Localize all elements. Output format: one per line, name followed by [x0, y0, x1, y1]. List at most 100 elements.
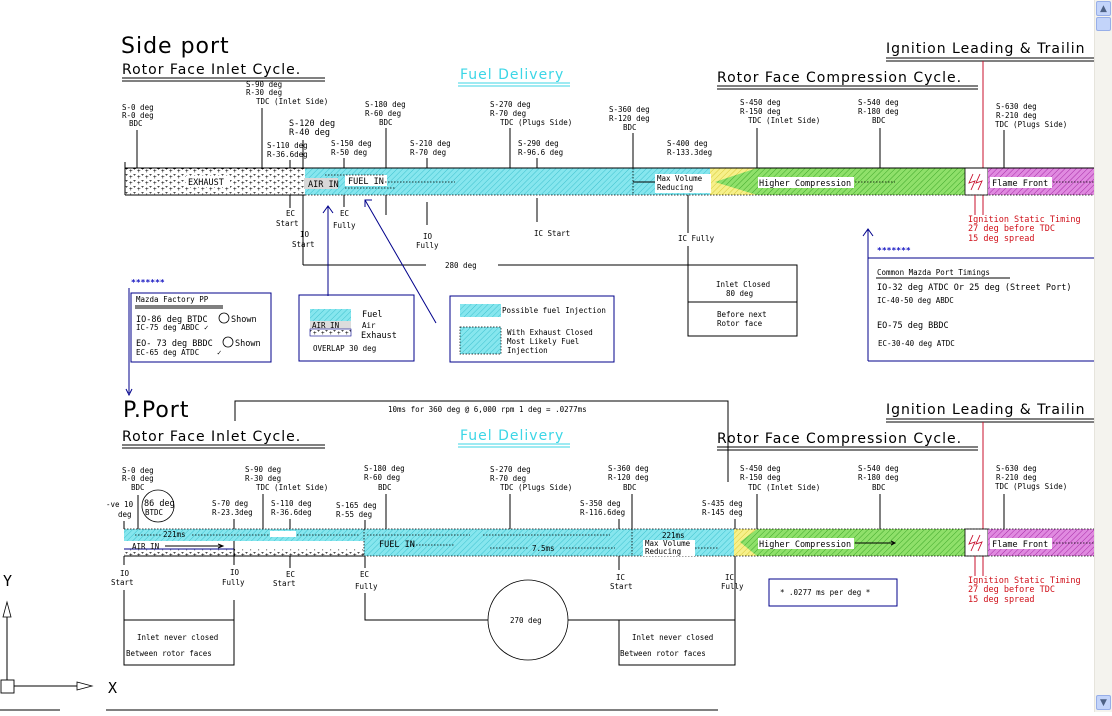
- side-port-section: Side port Rotor Face Inlet Cycle. Fuel D…: [121, 34, 1095, 397]
- fuel-key-box: Possible fuel Injection With Exhaust Clo…: [449, 295, 615, 363]
- diagram-line: [364, 199, 437, 324]
- common-timings-box: ******* Common Mazda Port Timings IO-32 …: [867, 246, 1095, 362]
- diagram-label: R-210 deg: [996, 111, 1037, 120]
- diagram-label: 221ms: [163, 530, 186, 539]
- diagram-label: S-630 deg: [996, 102, 1037, 111]
- diagram-label: deg: [118, 510, 132, 519]
- diagram-label: R-180 deg: [858, 107, 899, 116]
- diagram-label: Higher Compression: [759, 540, 851, 550]
- chevron-down-icon: ▼: [1100, 697, 1107, 708]
- diagram-label: Ignition Static Timing: [968, 576, 1081, 586]
- diagram-label: Rotor face: [717, 319, 763, 328]
- diagram-label: R-36.6deg: [267, 150, 308, 159]
- diagram-label: Most Likely Fuel: [507, 337, 579, 346]
- diagram-label: R-145 deg: [702, 508, 743, 517]
- diagram-line: [217, 543, 225, 549]
- diagram-label: S-110 deg: [271, 499, 312, 508]
- neg10-label: -ve 10: [106, 500, 134, 509]
- diagram-label: R-36.6deg: [271, 508, 312, 517]
- side-fuel-heading: Fuel Delivery: [460, 67, 564, 83]
- spark-icon: [968, 173, 983, 191]
- diagram-label: Shown: [235, 339, 261, 349]
- diagram-label: EC: [286, 209, 295, 218]
- vertical-scrollbar[interactable]: ▲ ▼: [1094, 0, 1112, 712]
- check-icon: ✓: [217, 348, 222, 357]
- diagram-line: [460, 304, 501, 317]
- diagram-line: [298, 294, 415, 362]
- diagram-label: S-630 deg: [996, 464, 1037, 473]
- circle-shown-icon: [222, 336, 234, 348]
- diagram-label: R-70 deg: [490, 474, 526, 483]
- diagram-label: 27 deg before TDC: [968, 224, 1055, 234]
- diagram-label: Inlet never closed: [137, 633, 218, 642]
- diagram-label: 80 deg: [726, 289, 753, 298]
- diagram-label: S-360 deg: [609, 105, 650, 114]
- diagram-label: R-120 deg: [609, 114, 650, 123]
- diagram-label: TDC (Inlet Side): [256, 483, 328, 492]
- diagram-line: [364, 593, 488, 621]
- diagram-label: R-150 deg: [740, 107, 781, 116]
- diagram-label: TDC (Plugs Side): [995, 482, 1067, 491]
- diagram-line: [2, 600, 12, 618]
- diagram-label: Possible fuel Injection: [502, 306, 606, 315]
- diagram-label: Ignition Static Timing: [968, 215, 1081, 225]
- diagram-label: Between rotor faces: [126, 649, 212, 658]
- diagram-label: EC: [286, 570, 295, 579]
- side-port-title: Side port: [121, 34, 230, 59]
- diagram-line: [862, 228, 874, 237]
- diagram-label: S-0 deg: [122, 466, 154, 475]
- diagram-line: [130, 292, 272, 363]
- diagram-line: [76, 681, 94, 691]
- diagram-label: R-23.3deg: [212, 508, 253, 517]
- timing-note: 10ms for 360 deg @ 6,000 rpm 1 deg = .02…: [388, 405, 587, 414]
- diagram-label: Fully: [333, 221, 356, 230]
- diagram-label: S-150 deg: [331, 139, 372, 148]
- diagram-label: 27 deg before TDC: [968, 585, 1055, 595]
- diagram-line: [643, 540, 695, 556]
- diagram-line: [768, 578, 898, 607]
- scroll-thumb[interactable]: [1096, 17, 1111, 31]
- scroll-up-button[interactable]: ▲: [1096, 1, 1111, 16]
- diagram-label: Exhaust: [361, 331, 397, 341]
- diagram-line: [990, 538, 1052, 549]
- scroll-down-button[interactable]: ▼: [1096, 695, 1111, 710]
- diagram-label: EC-30-40 deg ATDC: [878, 339, 955, 348]
- diagram-label: IO: [423, 232, 433, 241]
- diagram-label: 270 deg: [510, 616, 542, 625]
- ucs-y-label: Y: [3, 572, 12, 590]
- diagram-label: IO-86 deg BTDC: [136, 315, 208, 325]
- side-compression-heading: Rotor Face Compression Cycle.: [717, 70, 962, 86]
- diagram-line: [459, 326, 502, 355]
- bar-key-box: AIR IN Fuel Air Exhaust OVERLAP 30 deg: [298, 294, 415, 362]
- diagram-label: Mazda Factory PP: [136, 295, 209, 304]
- diagram-label: Reducing: [645, 547, 681, 556]
- diagram-label: R-150 deg: [740, 473, 781, 482]
- cad-drawing-canvas[interactable]: ++ Side port Rotor Face Inlet Cycle. Fue…: [0, 0, 1095, 712]
- diagram-label: S-180 deg: [365, 100, 406, 109]
- diagram-label: Fully: [222, 578, 245, 587]
- diagram-label: Reducing: [657, 183, 693, 192]
- diagram-label: R-180 deg: [858, 473, 899, 482]
- diagram-label: Fully: [416, 241, 439, 250]
- diagram-label: Start: [292, 240, 315, 249]
- diagram-line: [304, 178, 338, 189]
- diagram-line: [687, 264, 798, 337]
- diagram-label: Injection: [507, 346, 548, 355]
- diagram-label: R-60 deg: [364, 473, 400, 482]
- diagram-label: S-90 deg: [246, 80, 282, 89]
- diagram-label: Fully: [355, 582, 378, 591]
- diagram-label: Inlet Closed: [716, 280, 770, 289]
- diagram-label: IC-40-50 deg ABDC: [877, 296, 954, 305]
- diagram-line: [310, 321, 351, 329]
- diagram-label: S-435 deg: [702, 499, 743, 508]
- diagram-label: BDC: [131, 483, 145, 492]
- diagram-line: [309, 328, 352, 337]
- diagram-line: [125, 388, 133, 397]
